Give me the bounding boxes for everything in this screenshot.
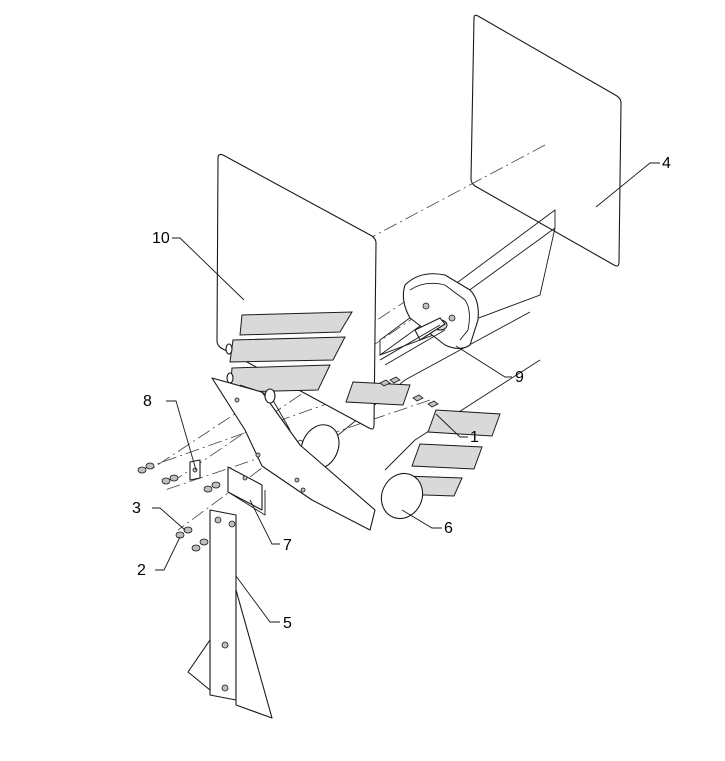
callout-5: 5: [283, 615, 292, 632]
part-8-clip: [189, 459, 201, 481]
callout-1: 1: [470, 429, 479, 446]
bolts-center: [379, 376, 439, 408]
part-10-plate: [216, 153, 377, 430]
nuts-washers: [137, 462, 221, 552]
leader-lines: [152, 162, 660, 623]
callout-6: 6: [444, 520, 453, 537]
callout-3: 3: [132, 500, 141, 517]
side-bracket: [211, 377, 376, 531]
callout-7: 7: [283, 537, 292, 554]
callout-2: 2: [137, 562, 146, 579]
part-9-lamp: [379, 273, 479, 366]
part-7-plate: [227, 466, 266, 516]
part-1-strips: [345, 381, 501, 497]
part-4-plate: [470, 14, 622, 267]
callout-labels: 4 10 8 3 2 9 1 6 7 5: [132, 155, 671, 632]
callout-4: 4: [662, 155, 671, 172]
part-5-bar: [187, 509, 273, 719]
callout-10: 10: [152, 230, 170, 247]
callout-9: 9: [515, 369, 524, 386]
callout-8: 8: [143, 393, 152, 410]
